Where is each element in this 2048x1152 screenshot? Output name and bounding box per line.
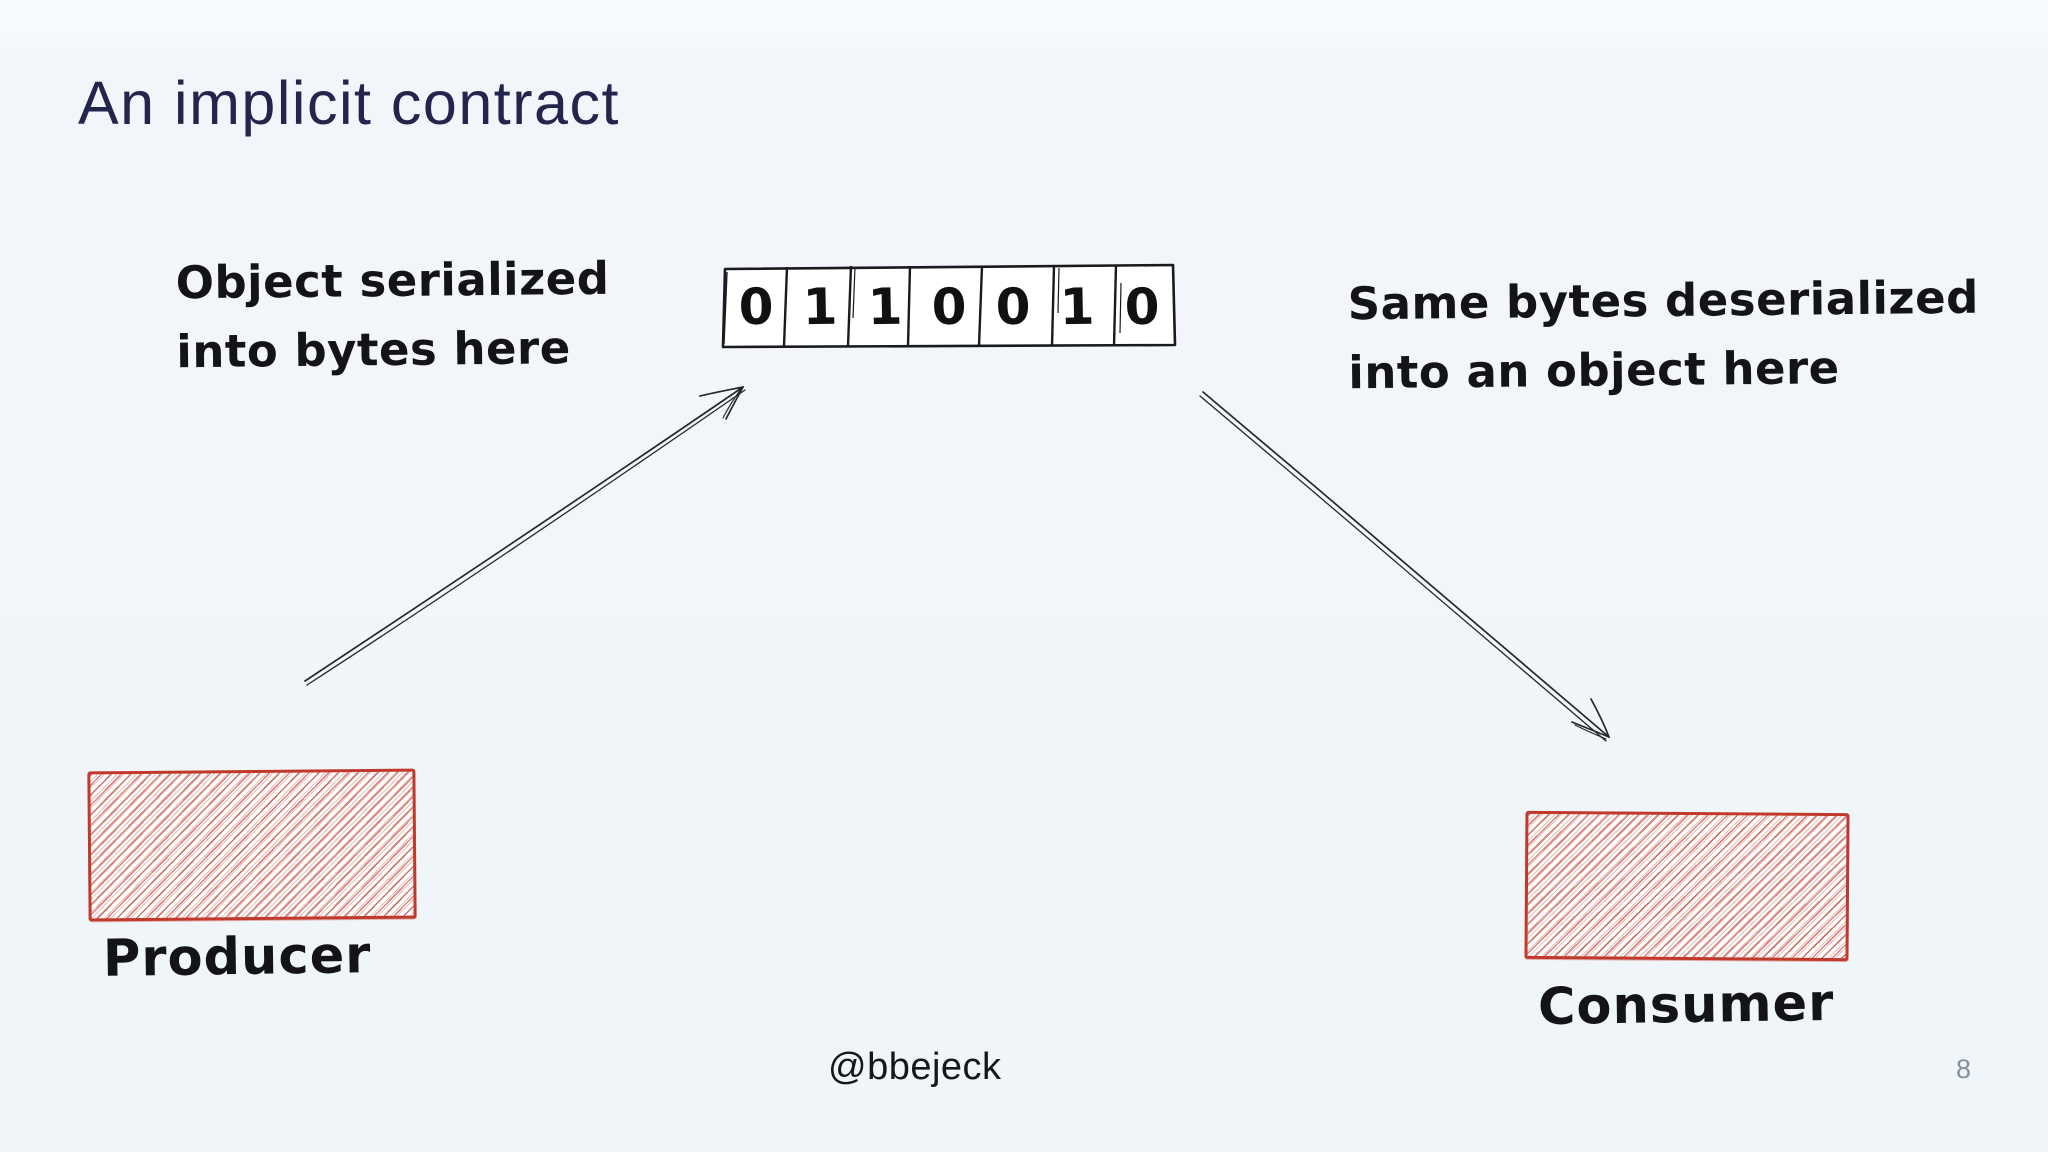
byte-strip-sketch-frame (721, 263, 1177, 349)
byte-strip: 0 1 1 0 0 1 0 (718, 258, 1180, 356)
page-number: 8 (1956, 1054, 1972, 1084)
note-deserialized-line2: into an object here (1348, 341, 1840, 400)
note-deserialized-line1: Same bytes deserialized (1347, 270, 1980, 331)
bit-5: 1 (1059, 277, 1096, 337)
arrow-bytes-to-consumer (1199, 391, 1610, 742)
slide-title: An implicit contract (78, 69, 620, 137)
arrow-producer-to-bytes (304, 386, 746, 686)
bit-1: 1 (802, 277, 839, 337)
bit-0: 0 (738, 277, 775, 337)
note-deserialized: Same bytes deserialized into an object h… (1347, 263, 1980, 408)
bit-6: 0 (1123, 277, 1160, 337)
note-serialized-line2: into bytes here (176, 321, 571, 379)
byte-strip-bits: 0 1 1 0 0 1 0 (724, 268, 1174, 346)
bit-2: 1 (866, 277, 903, 337)
producer-label: Producer (102, 926, 372, 989)
note-serialized-line1: Object serialized (175, 251, 610, 310)
producer-box (87, 768, 417, 922)
bit-4: 0 (995, 277, 1032, 337)
footer-handle: @bbejeck (828, 1046, 1002, 1088)
note-serialized: Object serialized into bytes here (175, 244, 610, 387)
consumer-box (1524, 810, 1850, 962)
consumer-label: Consumer (1537, 973, 1835, 1038)
bit-3: 0 (931, 277, 967, 337)
